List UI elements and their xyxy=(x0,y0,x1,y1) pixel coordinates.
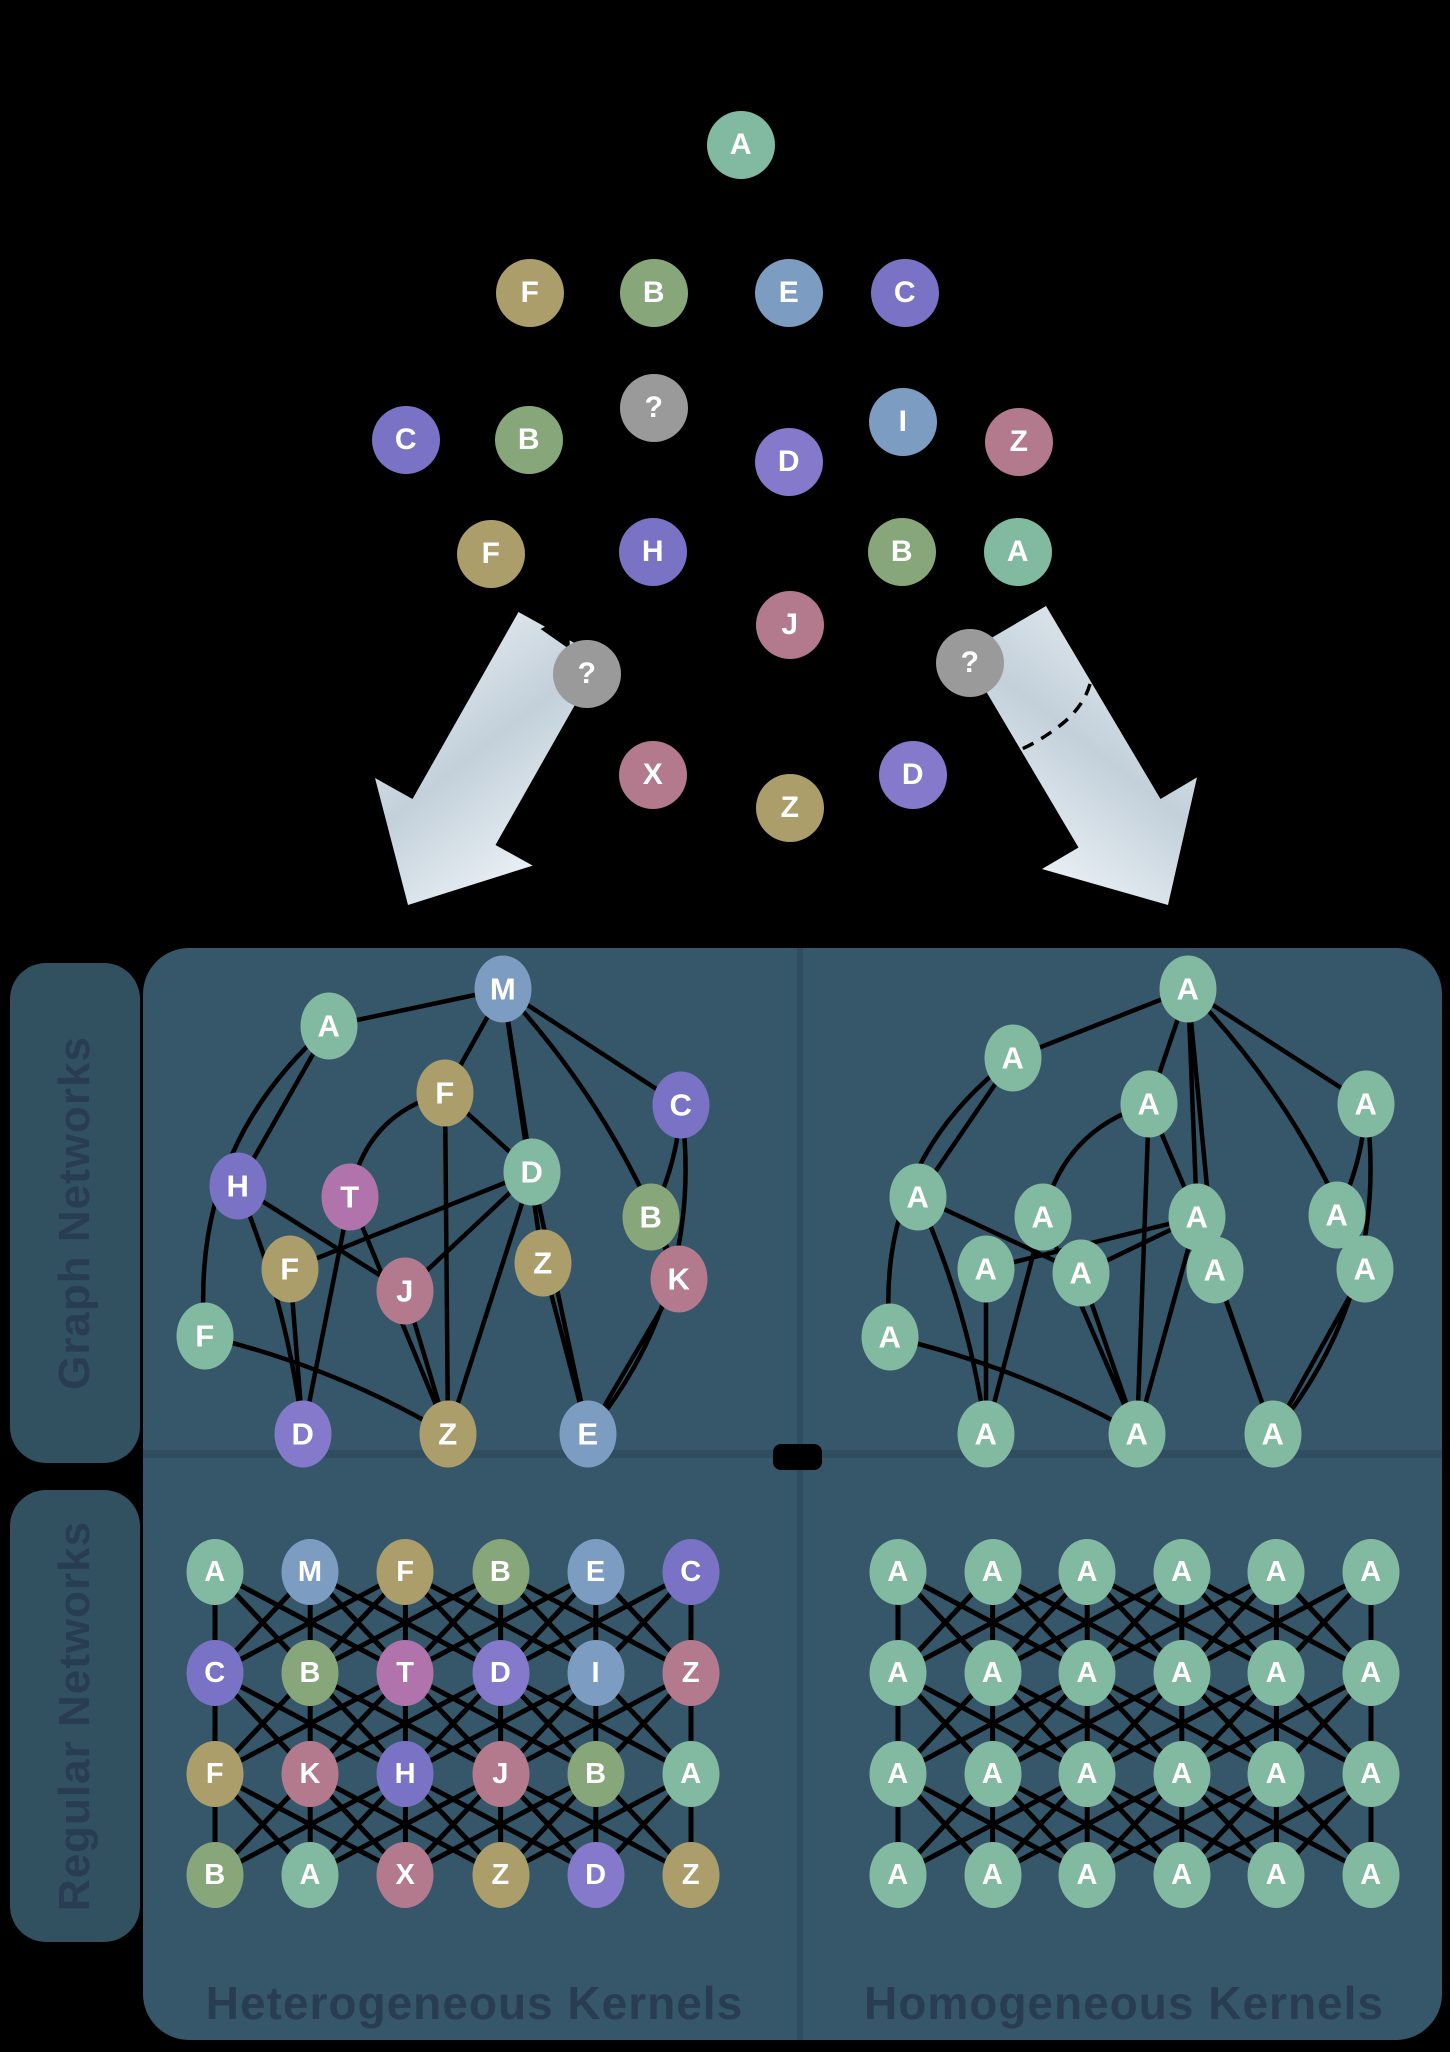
query-node: ? xyxy=(936,629,1004,697)
graph-networks-rail xyxy=(10,963,140,1463)
node-F: F xyxy=(496,259,564,327)
graph-networks-label: Graph Networks xyxy=(50,1036,99,1390)
branch-arrow-right xyxy=(964,606,1197,905)
panel-center-notch xyxy=(773,1444,822,1470)
regular-networks-label: Regular Networks xyxy=(50,1520,99,1912)
query-node: ? xyxy=(620,374,688,442)
query-pointer-arrow xyxy=(491,581,570,650)
node-Z: Z xyxy=(756,774,824,842)
query-node: ? xyxy=(553,640,621,708)
node-A: A xyxy=(984,518,1052,586)
node-I: I xyxy=(869,388,937,456)
panel-seam-vertical xyxy=(797,948,803,2040)
node-C: C xyxy=(372,406,440,474)
query-edge-right xyxy=(914,701,946,771)
node-D: D xyxy=(755,428,823,496)
heterogeneous-kernels-label: Heterogeneous Kernels xyxy=(205,1977,744,2029)
panels-background xyxy=(143,948,1442,2040)
node-C: C xyxy=(871,259,939,327)
node-B: B xyxy=(868,518,936,586)
node-D: D xyxy=(879,741,947,809)
node-E: E xyxy=(755,259,823,327)
branch-arrow-left xyxy=(375,612,602,905)
node-X: X xyxy=(619,741,687,809)
query-edge-left xyxy=(605,710,648,764)
node-B: B xyxy=(495,406,563,474)
node-Z: Z xyxy=(985,408,1053,476)
node-H: H xyxy=(619,518,687,586)
node-J: J xyxy=(756,591,824,659)
homogeneous-kernels-label: Homogeneous Kernels xyxy=(864,1977,1384,2029)
node-A: A xyxy=(707,111,775,179)
receptive-field-dashed-arc xyxy=(864,621,1095,764)
regular-networks-rail xyxy=(10,1490,140,1942)
node-F: F xyxy=(457,520,525,588)
node-B: B xyxy=(620,259,688,327)
